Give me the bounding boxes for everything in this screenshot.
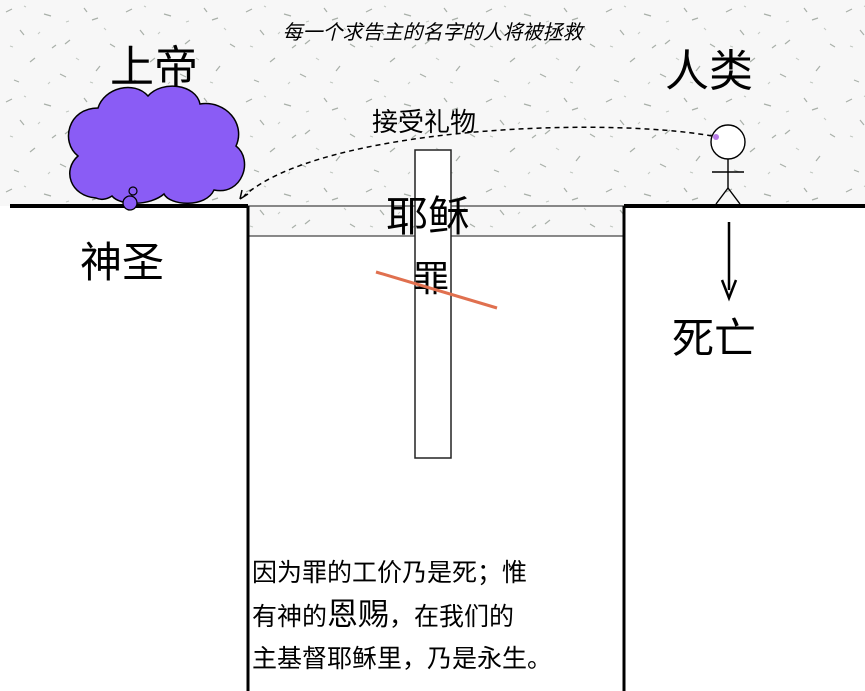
verse-line-2: 有神的恩赐，在我们的 [252, 594, 552, 638]
verse-line-3: 主基督耶稣里，乃是永生。 [252, 644, 553, 673]
gift-arrowhead [239, 189, 249, 200]
verse-emphasis-grace: 恩赐 [327, 597, 390, 633]
left-cliff [0, 206, 248, 691]
gift-arc [243, 126, 713, 197]
god-label: 上帝 [110, 42, 198, 93]
cloud-icon [67, 85, 246, 211]
verse-line-2-pre: 有神的 [252, 602, 328, 631]
death-arrowhead [720, 279, 738, 302]
human-label: 人类 [665, 46, 753, 97]
verse-line-1: 因为罪的工价乃是死；惟 [252, 558, 528, 587]
right-cliff [624, 206, 865, 691]
gift-label: 接受礼物 [372, 108, 477, 138]
sin-label: 罪 [413, 259, 450, 300]
diagram-caption: 每一个求告主的名字的人将被拯救 [282, 20, 583, 44]
jesus-label: 耶稣 [386, 192, 471, 241]
verse-block: 因为罪的工价乃是死；惟 有神的恩赐，在我们的 主基督耶稣里，乃是永生。 [252, 552, 552, 680]
verse-line-2-post: ，在我们的 [389, 602, 515, 631]
stick-figure-icon [710, 124, 746, 205]
holy-label: 神圣 [80, 238, 165, 287]
death-label: 死亡 [672, 314, 757, 363]
